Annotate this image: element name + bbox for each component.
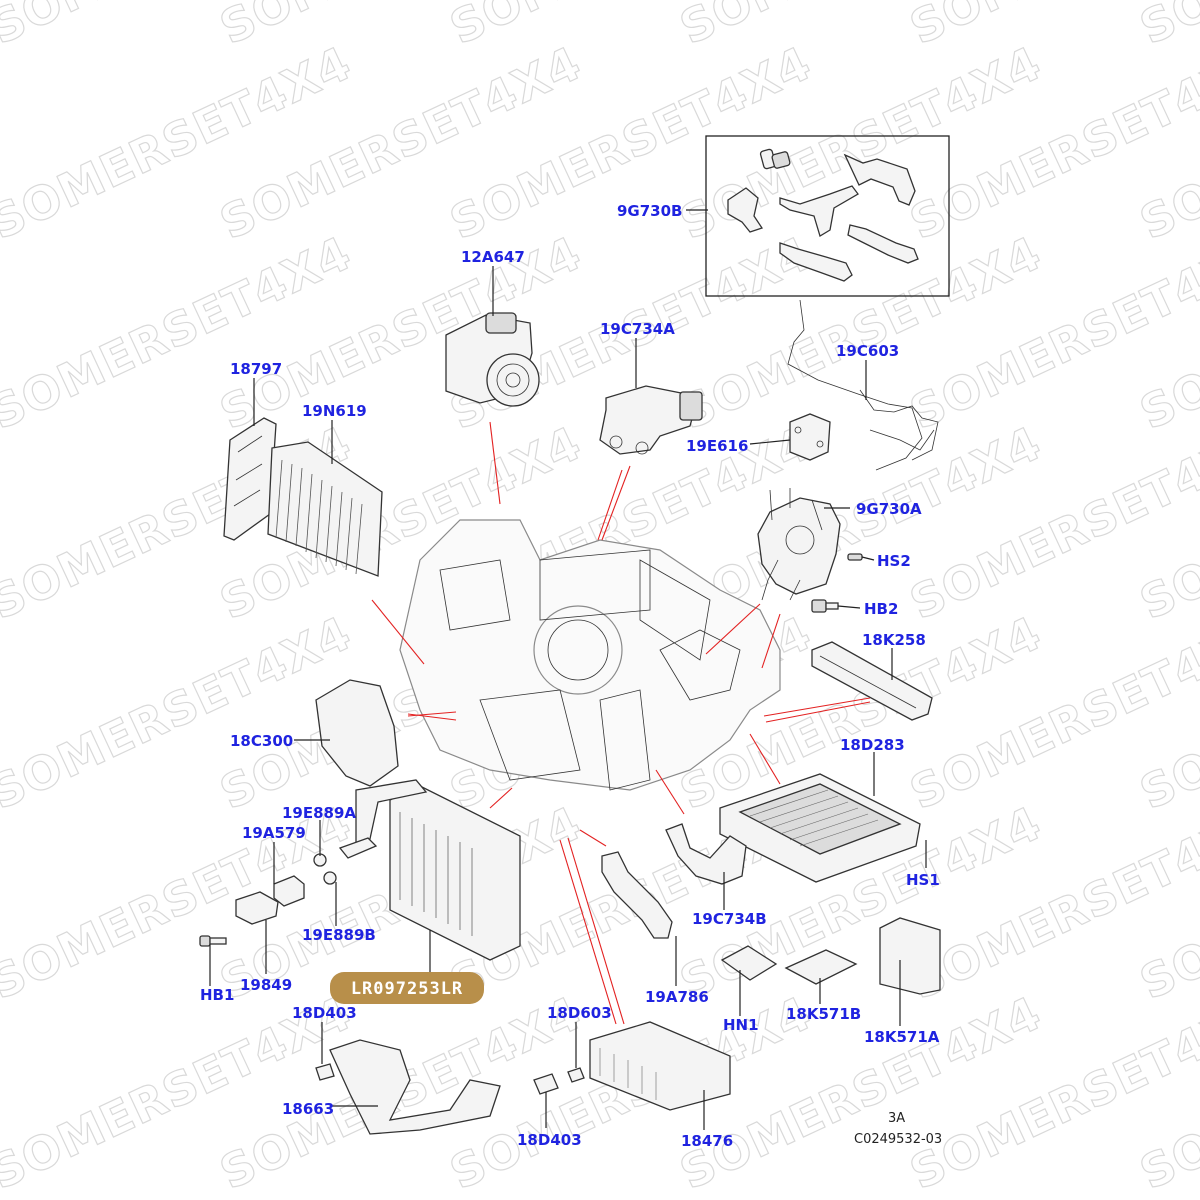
control-module-19e616-part [789, 413, 831, 461]
label-19n619: 19N619 [302, 402, 367, 420]
label-hn1: HN1 [723, 1016, 759, 1034]
label-19c734b: 19C734B [692, 910, 767, 928]
label-19c734a: 19C734A [600, 320, 675, 338]
watermark: SOMERSET4X4 [0, 36, 359, 250]
hvac-housing-assembly [399, 519, 781, 791]
seal-19e889b-part [323, 871, 337, 885]
label-18k571b: 18K571B [786, 1005, 861, 1023]
label-hs2: HS2 [877, 552, 911, 570]
duct-18k258-part [811, 641, 933, 721]
heater-core-part [338, 779, 521, 961]
label-hb1: HB1 [200, 986, 234, 1004]
watermark: SOMERSET4X4 [1132, 0, 1200, 55]
highlight-part-badge[interactable]: LR097253LR [330, 972, 484, 1004]
label-18663: 18663 [282, 1100, 334, 1118]
label-19e616: 19E616 [686, 437, 748, 455]
label-18c300: 18C300 [230, 732, 293, 750]
label-19e889b: 19E889B [302, 926, 376, 944]
label-18797: 18797 [230, 360, 282, 378]
leader-lines [209, 209, 927, 1130]
seal-18k571b-part [784, 949, 858, 985]
heater-pipe-18663-part [329, 1039, 501, 1135]
actuator-19c734a-part [599, 385, 703, 455]
bolt-hb1-part [199, 935, 227, 947]
evaporator-18d283-part [719, 773, 921, 883]
label-18d603: 18D603 [547, 1004, 612, 1022]
clip-18d603-part [567, 1067, 585, 1083]
label-19849: 19849 [240, 976, 292, 994]
label-19a579: 19A579 [242, 824, 306, 842]
label-19a786: 19A786 [645, 988, 709, 1006]
actuator-linkage-kit-box [705, 135, 950, 297]
wiring-harness-part [787, 299, 939, 471]
evaporator-18476-part [589, 1021, 731, 1111]
bracket-19849-part [235, 891, 279, 925]
clip-18d403-bottom-part [533, 1073, 559, 1095]
label-18k571a: 18K571A [864, 1028, 940, 1046]
watermark: SOMERSET4X4 [0, 606, 359, 820]
page-reference: 3A [888, 1111, 905, 1126]
illustration-code: C0249532-03 [854, 1132, 942, 1147]
screw-hs2-part [847, 553, 863, 561]
clip-18d403-top-part [315, 1063, 335, 1081]
blower-motor-part [445, 312, 540, 407]
pollen-filter-part [267, 441, 383, 577]
label-9g730b: 9G730B [617, 202, 683, 220]
part-labels: 9G730B 12A647 19C734A 19C603 18797 19N61… [200, 202, 940, 1150]
pointer-lines [371, 421, 871, 1025]
illustration-footer: 3A C0249532-03 [854, 1111, 942, 1147]
nut-hn1-part [720, 945, 778, 981]
actuator-assembly-9g730a-part [757, 488, 841, 601]
label-19c603: 19C603 [836, 342, 899, 360]
label-18d283: 18D283 [840, 736, 905, 754]
duct-18c300-part [315, 679, 399, 787]
pipe-19a786-part [601, 851, 673, 939]
label-9g730a: 9G730A [856, 500, 922, 518]
clamp-19a579-part [273, 875, 305, 907]
label-hs1: HS1 [906, 871, 940, 889]
label-12a647: 12A647 [461, 248, 525, 266]
label-18d403-bottom: 18D403 [517, 1131, 582, 1149]
label-18k258: 18K258 [862, 631, 926, 649]
label-19e889a: 19E889A [282, 804, 356, 822]
bolt-hb2-part [811, 599, 839, 613]
seal-18k571a-part [879, 917, 941, 995]
label-18d403-top: 18D403 [292, 1004, 357, 1022]
label-18476: 18476 [681, 1132, 733, 1150]
label-hb2: HB2 [864, 600, 898, 618]
highlight-badge-background [330, 972, 484, 1004]
actuator-19c734b-part [665, 823, 747, 885]
highlight-part-number: LR097253LR [351, 979, 463, 999]
